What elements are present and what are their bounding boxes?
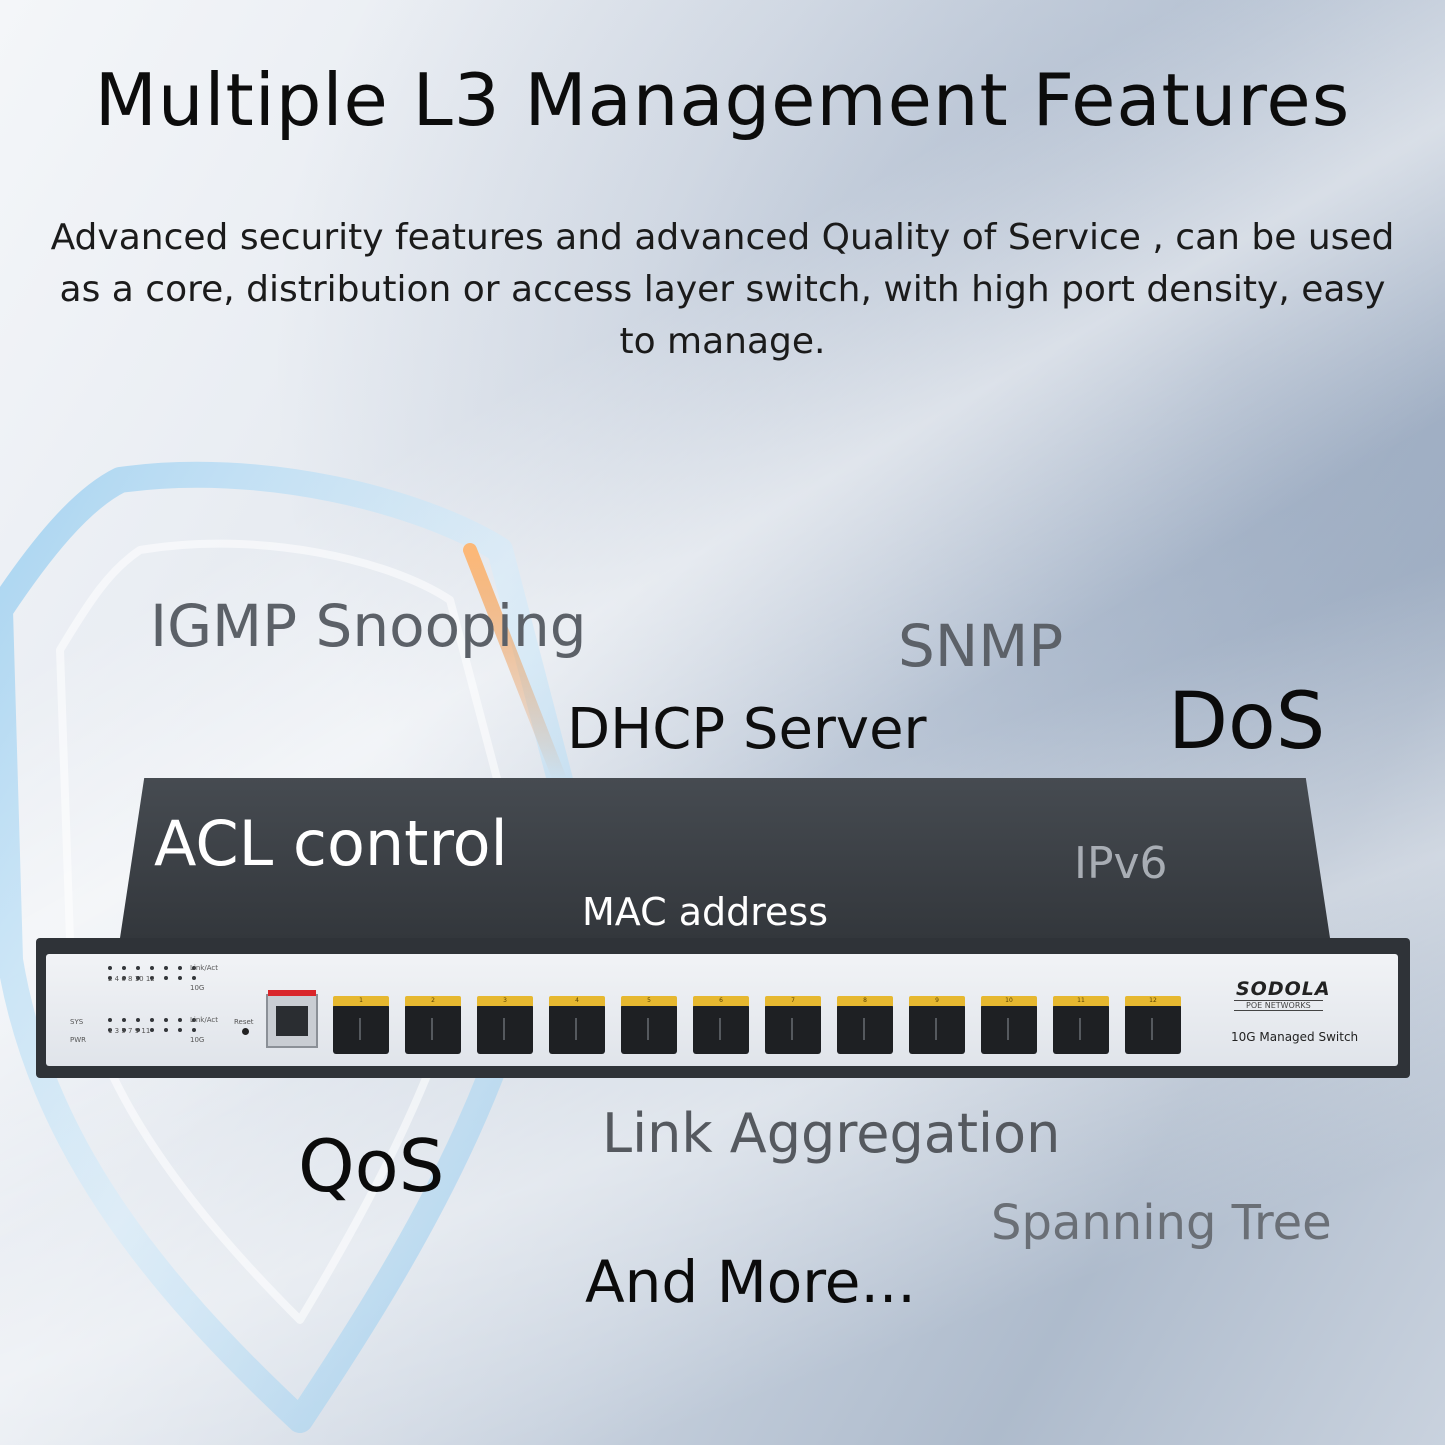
page-title: Multiple L3 Management Features <box>94 58 1351 142</box>
feature-spanning-tree: Spanning Tree <box>991 1195 1332 1251</box>
sfp-port-10: 10 <box>981 996 1037 1054</box>
feature-mac-address: MAC address <box>582 890 829 934</box>
sfp-port-1: 1 <box>333 996 389 1054</box>
feature-igmp-snooping: IGMP Snooping <box>150 592 587 660</box>
sfp-port-12: 12 <box>1125 996 1181 1054</box>
sfp-port-6: 6 <box>693 996 749 1054</box>
sfp-port-9: 9 <box>909 996 965 1054</box>
led-label-10g-top: 10G <box>190 984 205 992</box>
brand-tagline: POE NETWORKS <box>1234 1000 1323 1011</box>
sfp-port-8: 8 <box>837 996 893 1054</box>
sfp-port-5: 5 <box>621 996 677 1054</box>
feature-qos: QoS <box>298 1124 445 1208</box>
sys-label: SYS <box>70 1018 84 1026</box>
model-label: 10G Managed Switch <box>1231 1030 1359 1044</box>
feature-link-aggregation: Link Aggregation <box>602 1102 1061 1165</box>
page-subtitle: Advanced security features and advanced … <box>50 217 1395 362</box>
sfp-port-4: 4 <box>549 996 605 1054</box>
switch-top-cover <box>120 778 1330 938</box>
feature-dos: DoS <box>1168 677 1326 767</box>
sfp-port-11: 11 <box>1053 996 1109 1054</box>
sfp-port-2: 2 <box>405 996 461 1054</box>
reset-label: Reset <box>234 1018 254 1026</box>
feature-ipv6: IPv6 <box>1074 838 1168 889</box>
network-switch-image: Link/Act 2 4 6 8 10 12 10G SYS PWR Link/… <box>36 778 1410 1083</box>
led-numbers-top: 2 4 6 8 10 12 <box>108 975 155 983</box>
feature-and-more: And More... <box>585 1248 916 1316</box>
shield-graphic <box>0 461 573 1433</box>
led-grid-top <box>108 966 196 980</box>
led-numbers-bottom: 1 3 5 7 9 11 <box>108 1027 151 1035</box>
led-label-10g-bottom: 10G <box>190 1036 205 1044</box>
pwr-label: PWR <box>70 1036 87 1044</box>
led-label-link-act-top: Link/Act <box>190 964 218 972</box>
sfp-port-7: 7 <box>765 996 821 1054</box>
rj45-console-port <box>266 990 318 1048</box>
led-grid-bottom <box>108 1018 196 1032</box>
sfp-port-3: 3 <box>477 996 533 1054</box>
brand-logo: SODOLA <box>1236 978 1331 1000</box>
feature-dhcp-server: DHCP Server <box>567 697 927 762</box>
feature-acl-control: ACL control <box>154 807 508 880</box>
led-label-link-act-bottom: Link/Act <box>190 1016 218 1024</box>
reset-button <box>242 1028 249 1035</box>
feature-snmp: SNMP <box>898 612 1064 680</box>
